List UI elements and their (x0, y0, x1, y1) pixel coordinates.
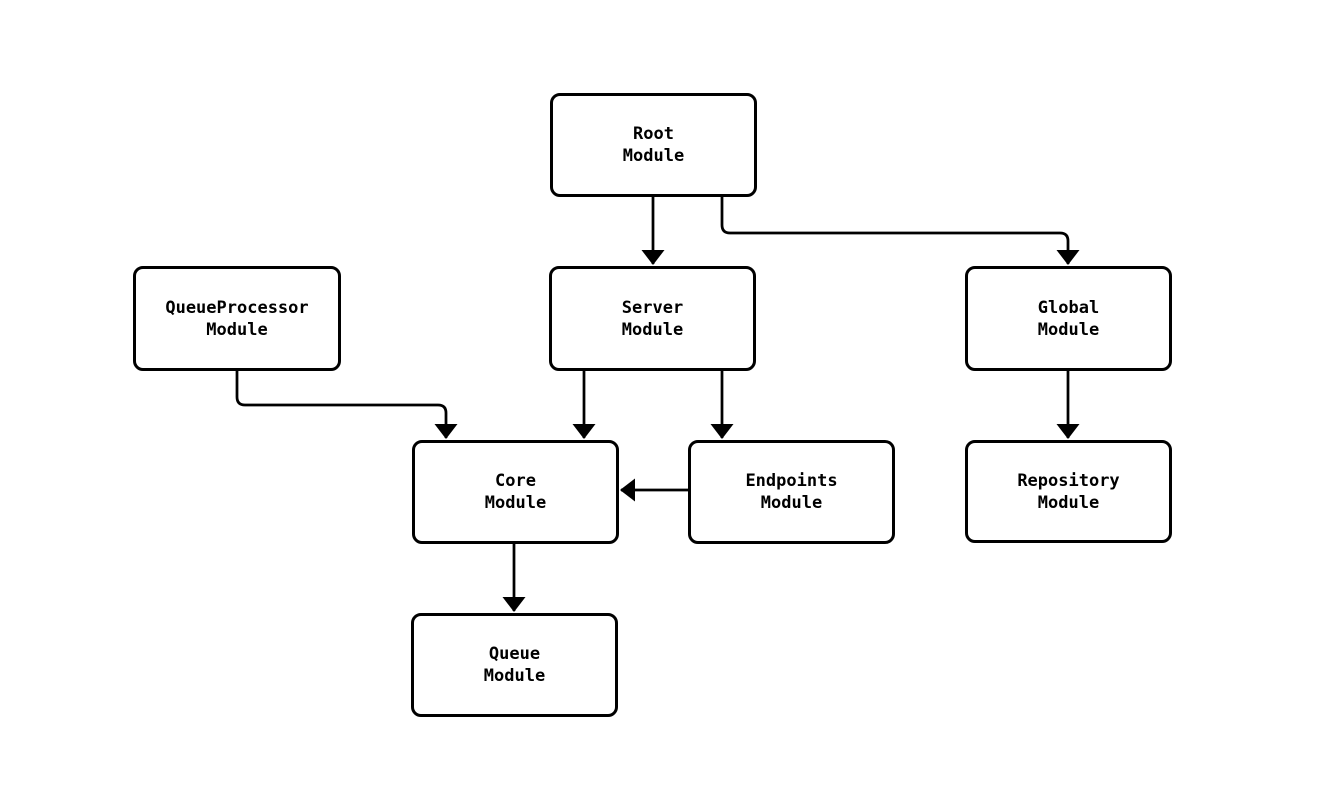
edge-queueprocessor-to-core (235, 371, 458, 439)
node-global-module: Global Module (965, 266, 1172, 371)
edge-root-to-global (720, 197, 1080, 265)
node-root-module: Root Module (550, 93, 757, 197)
node-queueprocessor-module: QueueProcessor Module (133, 266, 341, 371)
node-repository-module: Repository Module (965, 440, 1172, 543)
node-endpoints-module: Endpoints Module (688, 440, 895, 544)
node-server-module: Server Module (549, 266, 756, 371)
node-core-module: Core Module (412, 440, 619, 544)
node-queue-module: Queue Module (411, 613, 618, 717)
